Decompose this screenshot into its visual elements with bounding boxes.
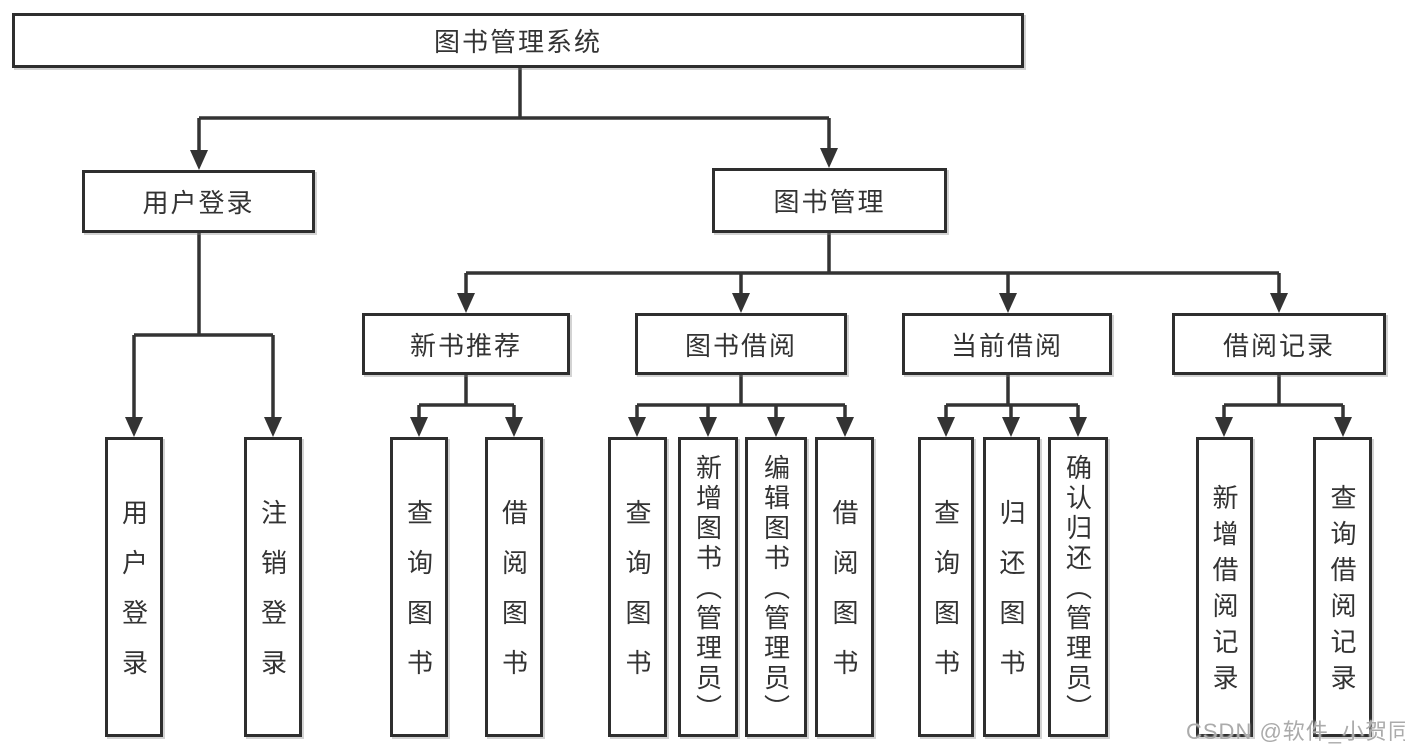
arrowheads: [125, 148, 1352, 437]
leaf-label: 查询图书: [622, 499, 652, 699]
leaf-label: 注销登录: [257, 499, 288, 699]
node-leaf-user-login: 用户登录: [105, 437, 163, 737]
node-user-login-branch: 用户登录: [82, 170, 315, 233]
leaf-label: 查询借阅记录: [1327, 484, 1357, 700]
node-leaf-borrow-books-recommend: 借阅图书: [485, 437, 543, 737]
node-leaf-query-books-current: 查询图书: [918, 437, 974, 737]
node-leaf-query-borrow-record: 查询借阅记录: [1313, 437, 1372, 737]
leaf-label: 用户登录: [118, 499, 149, 699]
node-leaf-logout: 注销登录: [244, 437, 302, 737]
leaf-label: 查询图书: [403, 499, 434, 699]
node-leaf-query-books-recommend: 查询图书: [390, 437, 448, 737]
node-current-borrowing: 当前借阅: [902, 313, 1112, 375]
node-leaf-add-books-admin: 新增图书（管理员）: [678, 437, 738, 737]
leaf-label: 查询图书: [930, 499, 961, 699]
node-leaf-return-books: 归还图书: [983, 437, 1040, 737]
leaf-label: 新增借阅记录: [1209, 484, 1239, 700]
node-leaf-add-borrow-record: 新增借阅记录: [1196, 437, 1253, 737]
leaf-label: 新增图书（管理员）: [692, 454, 723, 724]
node-leaf-query-books-borrow: 查询图书: [608, 437, 667, 737]
leaf-label: 借阅图书: [829, 499, 859, 699]
watermark: CSDN @软件_小贺同学: [1186, 719, 1405, 744]
leaf-label: 归还图书: [996, 499, 1026, 699]
node-leaf-edit-books-admin: 编辑图书（管理员）: [745, 437, 807, 737]
node-book-management-branch: 图书管理: [712, 168, 947, 233]
leaf-label: 确认归还（管理员）: [1062, 454, 1093, 724]
leaf-label: 编辑图书（管理员）: [760, 454, 791, 724]
node-leaf-borrow-books: 借阅图书: [815, 437, 874, 737]
leaf-label: 借阅图书: [498, 499, 529, 699]
node-library-management-system: 图书管理系统: [12, 13, 1024, 68]
node-book-borrowing: 图书借阅: [635, 313, 847, 375]
node-new-book-recommendation: 新书推荐: [362, 313, 570, 375]
node-borrowing-records: 借阅记录: [1172, 313, 1386, 375]
node-leaf-confirm-return-admin: 确认归还（管理员）: [1048, 437, 1108, 737]
